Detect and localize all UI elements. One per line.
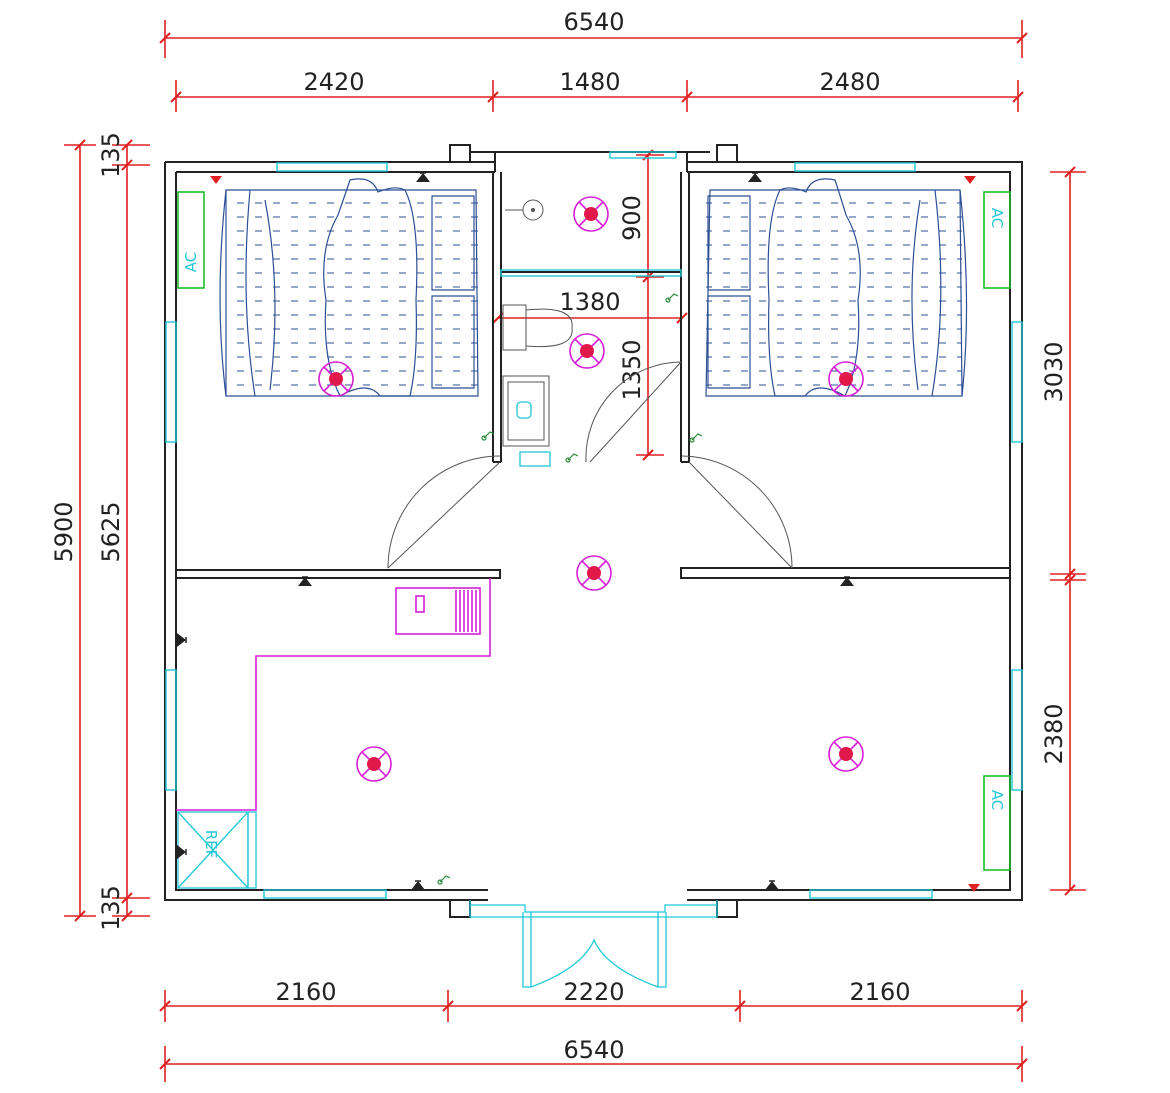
- dim-top-left-label: 2420: [303, 68, 364, 96]
- ac-unit-right: AC: [983, 191, 1011, 289]
- wall-socket-icon: [176, 632, 187, 648]
- entry-door: [469, 900, 718, 988]
- wall-socket-icon: [410, 880, 426, 891]
- kitchen-counter: [176, 578, 491, 811]
- dimension-bottom-total: 6540: [159, 1036, 1028, 1082]
- ac-left-label: AC: [182, 252, 200, 272]
- dimension-bottom-segments: 2160 2220 2160: [159, 978, 1028, 1022]
- ac-unit-living: AC: [983, 775, 1011, 871]
- ceiling-light-icon: [576, 555, 612, 591]
- ceiling-light-icon: [828, 736, 864, 772]
- toilet: [502, 304, 573, 351]
- wash-basin: [502, 375, 551, 467]
- ceiling-light-icon: [569, 333, 605, 369]
- refrigerator: REF: [177, 811, 257, 889]
- ac-right-label: AC: [988, 208, 1006, 228]
- dim-bath-width-label: 1380: [559, 288, 620, 316]
- dim-left-total-label: 5900: [50, 501, 78, 562]
- bed-left: [219, 178, 482, 397]
- wall-socket-icon: [176, 844, 187, 860]
- shower-head: [505, 199, 544, 221]
- dim-left-inner-label: 5625: [97, 501, 125, 562]
- dimension-bathroom: 900 1350 1380: [492, 149, 688, 461]
- ceiling-light-icon: [356, 746, 392, 782]
- dim-top-right-label: 2480: [819, 68, 880, 96]
- dim-bottom-left-label: 2160: [275, 978, 336, 1006]
- dim-right-lower-label: 2380: [1040, 703, 1068, 764]
- dim-bottom-total-label: 6540: [563, 1036, 624, 1064]
- ceiling-light-icon: [573, 196, 609, 232]
- dim-bath-upper-label: 900: [618, 195, 646, 241]
- wall-socket-icon: [764, 880, 780, 891]
- ac-unit-left: AC: [177, 191, 205, 289]
- dim-left-top-wall-label: 135: [97, 132, 125, 178]
- light-switch-icon: [565, 453, 579, 463]
- bedroom-left-door: [387, 455, 501, 569]
- fridge-label: REF: [202, 830, 220, 859]
- red-socket-icon: [968, 884, 980, 892]
- light-switch-icon: [665, 293, 679, 303]
- dimension-top-segments: 2420 1480 2480: [170, 68, 1024, 112]
- dim-left-bottom-wall-label: 135: [97, 885, 125, 931]
- dimension-top-total: 6540: [159, 8, 1028, 58]
- dim-bath-lower-label: 1350: [618, 339, 646, 400]
- ac-living-label: AC: [988, 790, 1006, 810]
- bed-right: [705, 178, 968, 397]
- dim-right-upper-label: 3030: [1040, 341, 1068, 402]
- light-switch-icon: [437, 875, 451, 885]
- bedroom-right-door: [681, 455, 793, 569]
- dim-top-mid-label: 1480: [559, 68, 620, 96]
- bathroom-door: [585, 361, 682, 463]
- dimension-left-inner: 5625 135 135: [97, 132, 150, 931]
- dimension-left-total: 5900: [50, 139, 96, 922]
- windows: [165, 151, 1023, 899]
- dim-top-total-label: 6540: [563, 8, 624, 36]
- wall-socket-icon: [747, 172, 763, 183]
- red-socket-icon: [210, 176, 222, 184]
- light-switch-icon: [689, 433, 703, 443]
- red-socket-icon: [964, 176, 976, 184]
- dim-bottom-mid-label: 2220: [563, 978, 624, 1006]
- stove-grill: [455, 590, 477, 632]
- dim-bottom-right-label: 2160: [849, 978, 910, 1006]
- wall-socket-icon: [415, 172, 431, 183]
- dimension-right: 3030 2380: [1040, 166, 1086, 896]
